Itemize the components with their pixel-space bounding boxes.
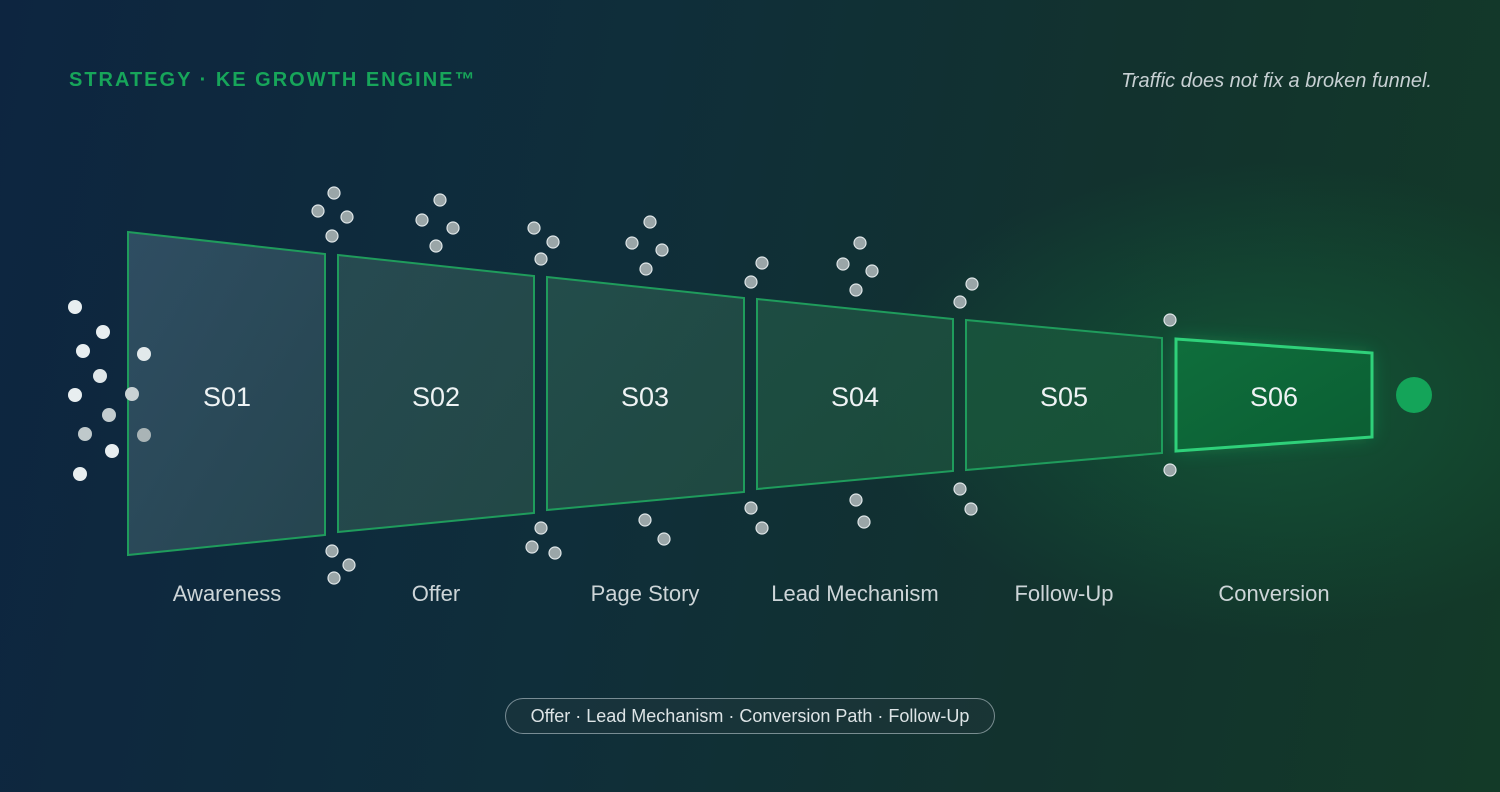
stage-s02: S02 Offer: [337, 253, 535, 606]
particle: [964, 502, 978, 516]
stage-s06-code: S06: [1250, 382, 1298, 412]
particle: [340, 210, 354, 224]
stage-s01-shape: [127, 230, 326, 557]
particle: [857, 515, 871, 529]
particle: [325, 229, 339, 243]
particle: [1163, 463, 1177, 477]
particle: [327, 571, 341, 585]
particle: [527, 221, 541, 235]
particle: [965, 277, 979, 291]
particle: [638, 513, 652, 527]
particle: [137, 428, 151, 442]
particle: [415, 213, 429, 227]
particle: [68, 388, 82, 402]
particle: [78, 427, 92, 441]
particle: [342, 558, 356, 572]
particle: [755, 256, 769, 270]
particle: [429, 239, 443, 253]
stage-s02-label: Offer: [412, 581, 461, 606]
particle: [311, 204, 325, 218]
particle: [102, 408, 116, 422]
stage-s02-code: S02: [412, 382, 460, 412]
stage-s06: S06 Conversion: [1174, 337, 1374, 606]
stage-s05-code: S05: [1040, 382, 1088, 412]
stage-s02-shape: [337, 253, 535, 534]
particle: [865, 264, 879, 278]
stage-s01-label: Awareness: [173, 581, 281, 606]
particle: [327, 186, 341, 200]
stage-s01: S01 Awareness: [127, 230, 326, 606]
leak-particles: [311, 186, 1177, 585]
particle: [836, 257, 850, 271]
particle: [755, 521, 769, 535]
stage-s03-code: S03: [621, 382, 669, 412]
stage-s05: S05 Follow-Up: [965, 318, 1163, 606]
particle: [96, 325, 110, 339]
stage-s04-label: Lead Mechanism: [771, 581, 939, 606]
particle: [546, 235, 560, 249]
particle: [93, 369, 107, 383]
funnel-stages: S01 Awareness S02 Offer S03 Page Story S…: [127, 230, 1374, 606]
particle: [137, 347, 151, 361]
particle: [446, 221, 460, 235]
tagline: Traffic does not fix a broken funnel.: [1121, 70, 1432, 92]
particle: [625, 236, 639, 250]
particle: [325, 544, 339, 558]
particle: [525, 540, 539, 554]
endpoint-dot: [1396, 377, 1432, 413]
particle: [1163, 313, 1177, 327]
stage-s03-label: Page Story: [591, 581, 700, 606]
stage-s05-shape: [965, 318, 1163, 472]
particle: [68, 300, 82, 314]
particle: [853, 236, 867, 250]
particle: [73, 467, 87, 481]
brand-heading: STRATEGY · KE GROWTH ENGINE™: [69, 69, 477, 91]
particle: [548, 546, 562, 560]
particle: [105, 444, 119, 458]
stage-s06-label: Conversion: [1218, 581, 1329, 606]
particle: [744, 275, 758, 289]
particle: [76, 344, 90, 358]
particle: [433, 193, 447, 207]
particle: [639, 262, 653, 276]
particle: [953, 482, 967, 496]
particle: [657, 532, 671, 546]
particle: [125, 387, 139, 401]
stage-s04: S04 Lead Mechanism: [756, 297, 954, 606]
stage-s03: S03 Page Story: [546, 275, 745, 606]
footer-pill: Offer · Lead Mechanism · Conversion Path…: [505, 698, 995, 734]
particle: [953, 295, 967, 309]
stage-s04-shape: [756, 297, 954, 491]
stage-s01-code: S01: [203, 382, 251, 412]
particle: [744, 501, 758, 515]
particle: [534, 252, 548, 266]
particle: [643, 215, 657, 229]
stage-s04-code: S04: [831, 382, 879, 412]
stage-s05-label: Follow-Up: [1014, 581, 1113, 606]
stage-s06-shape: [1174, 337, 1374, 453]
stage-s03-shape: [546, 275, 745, 512]
particle: [849, 283, 863, 297]
particle: [849, 493, 863, 507]
traffic-particles: [68, 300, 151, 481]
particle: [534, 521, 548, 535]
particle: [655, 243, 669, 257]
